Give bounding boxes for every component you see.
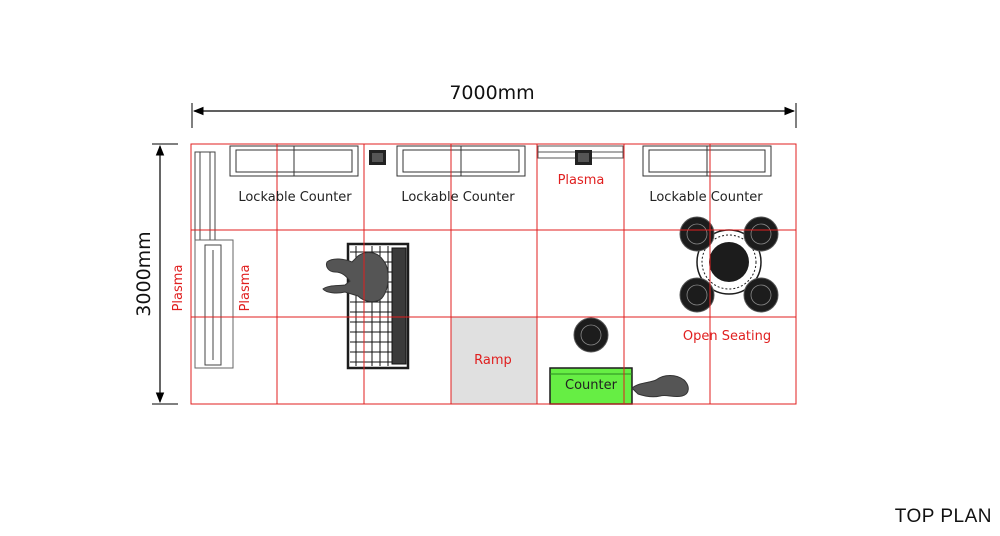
width-dimension: 7000mm: [191, 82, 797, 128]
plasma-label-left-2: Plasma: [238, 265, 253, 312]
lockable-counter-unit-1: [229, 145, 359, 177]
person-figure-sofa: [322, 252, 389, 303]
height-dimension-label: 3000mm: [133, 231, 155, 316]
plasma-label-left-1: Plasma: [171, 265, 186, 312]
lockable-counter-label-3: Lockable Counter: [649, 190, 763, 205]
plasma-label-top: Plasma: [558, 173, 605, 188]
plasma-wall-left: [194, 151, 234, 369]
stool-icon: [369, 150, 592, 165]
width-dimension-label: 7000mm: [449, 82, 534, 104]
ramp-label: Ramp: [474, 353, 512, 368]
red-grid: [190, 143, 797, 405]
chair-icon: [573, 216, 779, 353]
lockable-counter-label-2: Lockable Counter: [401, 190, 515, 205]
open-seating-label: Open Seating: [683, 329, 771, 344]
lockable-counter-unit-3: [642, 145, 772, 177]
counter-label: Counter: [565, 378, 618, 393]
chair-detail: [580, 223, 772, 346]
person-figure-counter: [631, 375, 689, 398]
height-dimension: 3000mm: [133, 143, 178, 405]
lockable-counter-unit-2: [396, 145, 526, 177]
lockable-counter-label-1: Lockable Counter: [238, 190, 352, 205]
drawing-title: TOP PLAN: [894, 506, 992, 527]
